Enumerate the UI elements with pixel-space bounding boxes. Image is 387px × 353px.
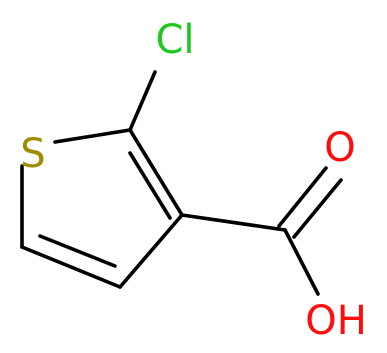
- bond-c2-cl: [128, 70, 157, 132]
- bond-c3-c4: [118, 213, 184, 289]
- bond-c-o-double-a: [277, 166, 328, 228]
- bond-c2-c3: [128, 128, 184, 217]
- bond-s-c2: [53, 128, 132, 144]
- bond-c4-c5-double: [38, 234, 117, 268]
- bonds: [20, 70, 343, 296]
- bond-c2-c3-double: [128, 151, 172, 220]
- bond-c-oh: [283, 228, 320, 296]
- bond-c4-c5: [20, 245, 122, 289]
- atom-hydroxyl-label: OH: [305, 298, 367, 344]
- atom-oxygen-label: O: [324, 125, 355, 171]
- atom-sulfur-label: S: [20, 131, 45, 177]
- atom-chlorine-label: Cl: [155, 17, 194, 63]
- bond-c3-ccarboxyl: [180, 213, 287, 232]
- bond-c-o-double-b: [292, 178, 343, 239]
